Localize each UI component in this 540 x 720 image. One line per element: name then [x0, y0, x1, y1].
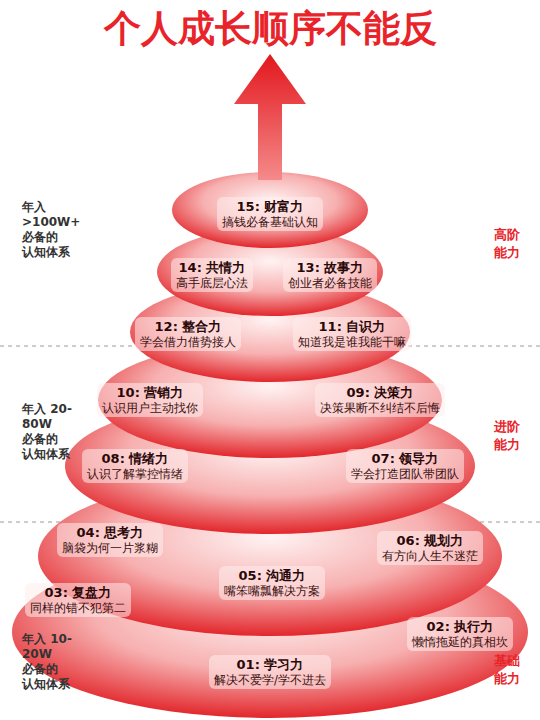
- ability-name: 01: 学习力: [214, 656, 326, 673]
- ability-note: 高手底层心法: [176, 276, 248, 291]
- ability-note: 创业者必备技能: [288, 276, 372, 291]
- ability-name: 12: 整合力: [140, 318, 236, 335]
- ability-note: 学会打造团队带团队: [351, 467, 459, 482]
- ability-item: 15: 财富力搞钱必备基础认知: [217, 197, 323, 231]
- ability-note: 有方向人生不迷茫: [382, 549, 478, 564]
- ability-item: 08: 情绪力认识了解掌控情绪: [82, 449, 188, 483]
- ability-item: 12: 整合力学会借力借势接人: [135, 317, 241, 351]
- ability-name: 04: 思考力: [62, 524, 158, 541]
- ability-name: 05: 沟通力: [224, 567, 320, 584]
- ability-item: 04: 思考力脑袋为何一片浆糊: [57, 523, 163, 557]
- income-tier-label: 年入 >100W+ 必备的 认知体系: [22, 200, 84, 260]
- ability-note: 搞钱必备基础认知: [222, 215, 318, 230]
- ability-note: 认识用户主动找你: [102, 401, 198, 416]
- ability-name: 15: 财富力: [222, 198, 318, 215]
- income-tier-label: 年入 20-80W 必备的 认知体系: [22, 402, 84, 462]
- income-tier-label: 年入 10-20W 必备的 认知体系: [22, 632, 84, 692]
- ability-note: 嘴笨嘴瓢解决方案: [224, 584, 320, 599]
- ability-item: 13: 故事力创业者必备技能: [283, 258, 377, 292]
- ability-name: 07: 领导力: [351, 450, 459, 467]
- ability-note: 解决不爱学/学不进去: [214, 673, 326, 688]
- ability-note: 知道我是谁我能干嘛: [298, 335, 406, 350]
- ability-item: 09: 决策力决策果断不纠结不后悔: [315, 383, 445, 417]
- ability-name: 03: 复盘力: [30, 584, 126, 601]
- tier-label: 基础 能力: [492, 652, 522, 688]
- ability-item: 02: 执行力懒惰拖延的真相坎: [407, 617, 513, 651]
- ability-name: 02: 执行力: [412, 618, 508, 635]
- ability-item: 01: 学习力解决不爱学/学不进去: [209, 655, 331, 689]
- ability-note: 认识了解掌控情绪: [87, 467, 183, 482]
- ability-note: 懒惰拖延的真相坎: [412, 635, 508, 650]
- ability-name: 14: 共情力: [176, 259, 248, 276]
- ability-name: 10: 营销力: [102, 384, 198, 401]
- ability-note: 脑袋为何一片浆糊: [62, 541, 158, 556]
- ability-item: 07: 领导力学会打造团队带团队: [346, 449, 464, 483]
- ability-item: 03: 复盘力同样的错不犯第二: [25, 583, 131, 617]
- ability-note: 决策果断不纠结不后悔: [320, 401, 440, 416]
- ability-name: 09: 决策力: [320, 384, 440, 401]
- ability-name: 11: 自识力: [298, 318, 406, 335]
- ability-note: 同样的错不犯第二: [30, 601, 126, 616]
- ability-item: 14: 共情力高手底层心法: [171, 258, 253, 292]
- diagram-title: 个人成长顺序不能反: [0, 6, 540, 52]
- ability-item: 05: 沟通力嘴笨嘴瓢解决方案: [219, 566, 325, 600]
- tier-label: 进阶 能力: [492, 418, 522, 454]
- ability-name: 08: 情绪力: [87, 450, 183, 467]
- pyramid-disc: [172, 172, 368, 248]
- ability-name: 06: 规划力: [382, 532, 478, 549]
- ability-name: 13: 故事力: [288, 259, 372, 276]
- ability-item: 11: 自识力知道我是谁我能干嘛: [293, 317, 411, 351]
- growth-arrow: [234, 54, 306, 180]
- ability-item: 10: 营销力认识用户主动找你: [97, 383, 203, 417]
- tier-label: 高阶 能力: [492, 226, 522, 262]
- ability-note: 学会借力借势接人: [140, 335, 236, 350]
- ability-item: 06: 规划力有方向人生不迷茫: [377, 531, 483, 565]
